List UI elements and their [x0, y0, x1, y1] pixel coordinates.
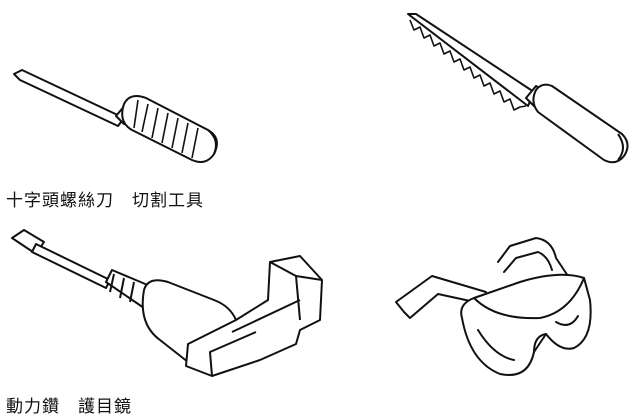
caption-row-1: 十字頭螺絲刀 切割工具	[6, 191, 204, 211]
caption-row-2: 動力鑽 護目鏡	[6, 397, 132, 417]
